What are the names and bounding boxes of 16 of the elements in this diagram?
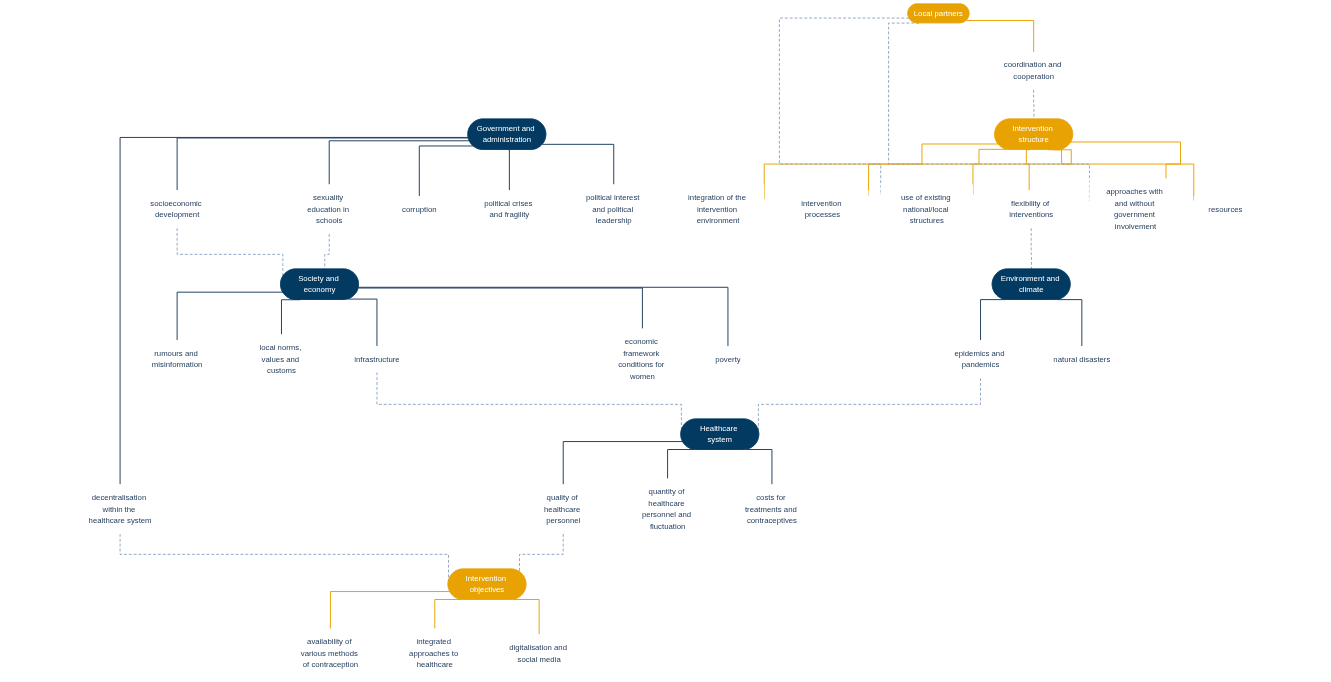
connector bbox=[1070, 141, 1181, 180]
connector bbox=[418, 145, 474, 197]
connector bbox=[519, 533, 564, 573]
connector bbox=[562, 441, 684, 485]
connector bbox=[358, 286, 729, 347]
connector bbox=[1025, 149, 1031, 191]
connector bbox=[357, 287, 643, 330]
connector bbox=[328, 140, 470, 185]
connector bbox=[541, 143, 615, 185]
connector bbox=[329, 591, 451, 630]
connector bbox=[1056, 299, 1083, 347]
connector bbox=[965, 20, 1035, 53]
connector bbox=[507, 149, 510, 191]
connector bbox=[176, 137, 469, 191]
connector bbox=[119, 136, 469, 485]
connector bbox=[176, 291, 284, 341]
